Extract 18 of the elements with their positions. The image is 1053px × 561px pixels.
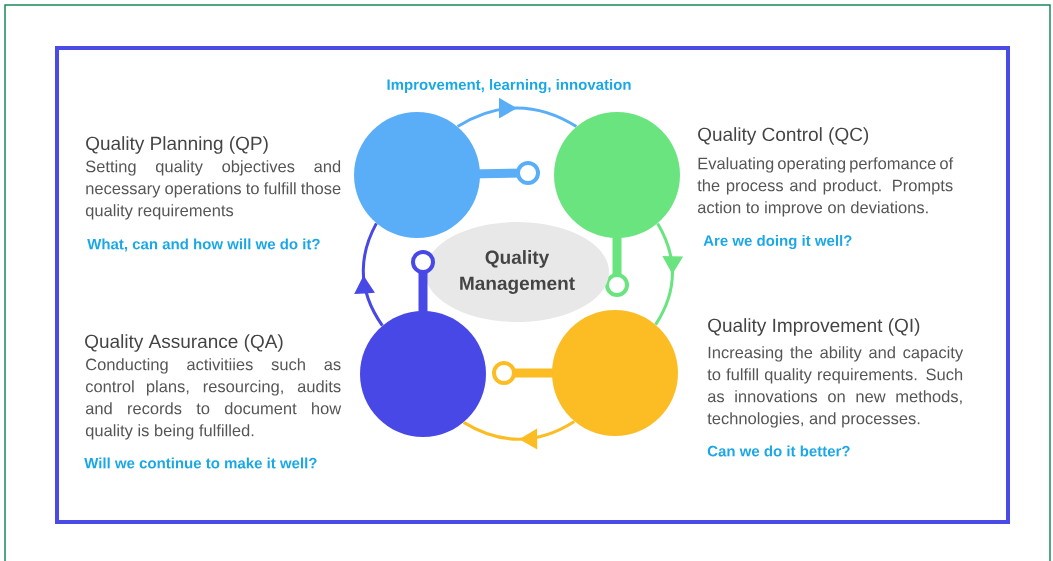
question-text: Can we do it better? — [707, 445, 850, 457]
circle-drawing — [354, 112, 540, 238]
heading: Quality Planning (QP) — [86, 136, 268, 154]
heading: Quality Assurance (QA) — [85, 334, 283, 352]
question-text: What, can and how will we do it? — [87, 238, 320, 252]
heading: Quality Control (QC) — [698, 127, 869, 145]
description: Conducting activitiies such as control plans, resourcing, audits and records to document how quality is being fulfilled. — [85, 358, 342, 440]
question-text: Are we doing it well? — [703, 234, 852, 249]
description: Increasing the ability and capacity to fulfill quality requirements. Such as innovations on new methods, technologies, and processes. — [707, 346, 964, 428]
arrow — [462, 420, 576, 450]
arrow — [456, 97, 578, 128]
description: Evaluating operating perfomance of the process and product. Prompts action to improve on deviations. — [697, 157, 954, 217]
arrow — [354, 222, 384, 327]
arrow — [654, 222, 684, 326]
question-text: Will we continue to make it well? — [84, 457, 317, 469]
heading: Quality Improvement (QI) — [708, 318, 920, 336]
description: Setting quality objectives and necessary operations to fulfill those quality requirements — [85, 160, 341, 220]
circle-drawing — [492, 310, 678, 436]
